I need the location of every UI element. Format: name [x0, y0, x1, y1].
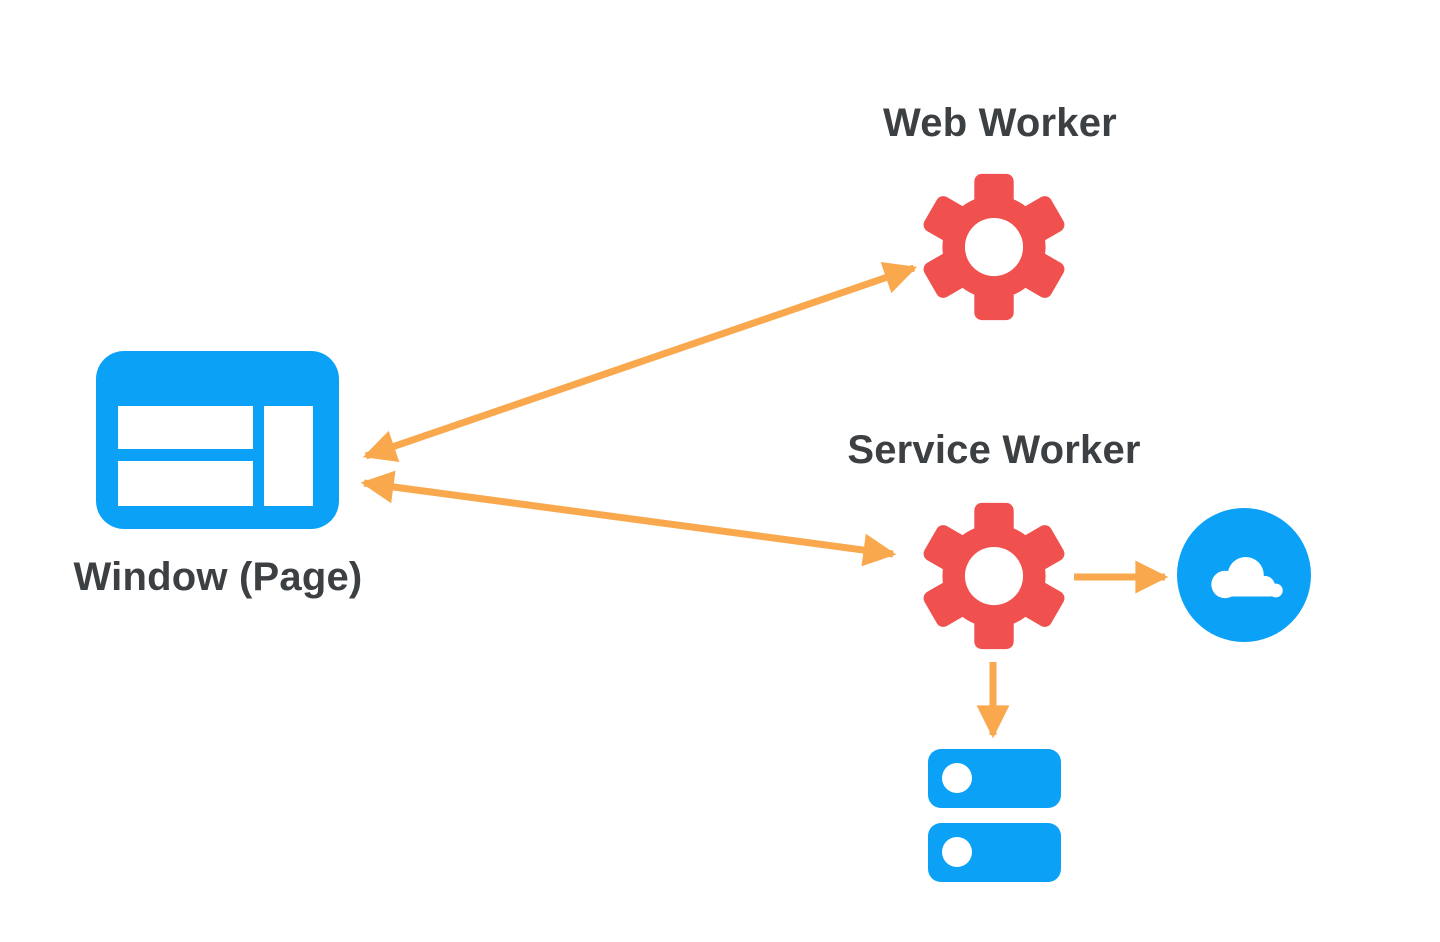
- server-indicator-dot: [942, 763, 972, 793]
- edge-window-serviceworker: [360, 470, 897, 567]
- server-bar: [928, 749, 1061, 808]
- window-content-bar: [118, 406, 253, 449]
- web-worker-label: Web Worker: [883, 101, 1117, 145]
- server-stack-icon: [928, 749, 1061, 897]
- window-content-bar: [118, 461, 253, 506]
- browser-window-icon: [96, 351, 339, 529]
- service-worker-label: Service Worker: [847, 428, 1141, 472]
- edge-window-webworker: [362, 262, 918, 462]
- window-page-label: Window (Page): [73, 555, 363, 599]
- window-sidebar-bar: [264, 406, 313, 506]
- server-bar: [928, 823, 1061, 882]
- server-indicator-dot: [942, 837, 972, 867]
- cloud-icon: [1211, 556, 1283, 599]
- web-worker-gear-icon: [920, 173, 1068, 321]
- network-circle: [1177, 508, 1311, 642]
- service-worker-gear-icon: [920, 502, 1068, 650]
